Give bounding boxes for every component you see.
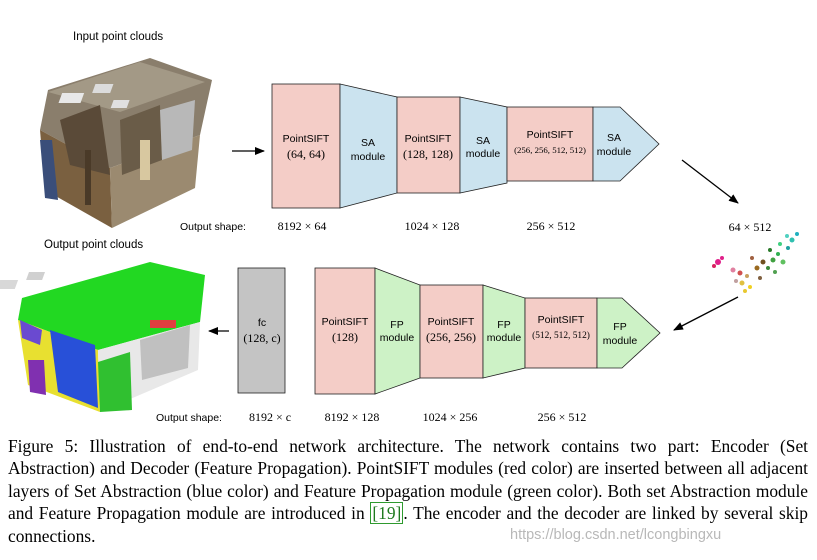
encoder-output-shape-label: Output shape: bbox=[180, 221, 246, 233]
encoder-sa-1-name2: module bbox=[351, 151, 386, 163]
encoder-sa-2 bbox=[459, 96, 508, 194]
decoder-shape-2: 8192 × 128 bbox=[325, 410, 380, 424]
decoder-shape-4: 256 × 512 bbox=[538, 410, 587, 424]
caption-text-end: . The encoder and the decoder are linked… bbox=[8, 503, 808, 546]
citation-link[interactable]: [19] bbox=[370, 502, 404, 525]
decoder-fp-1 bbox=[374, 267, 421, 395]
decoder-fc bbox=[237, 267, 286, 394]
encoder-shape-2: 1024 × 128 bbox=[405, 219, 460, 233]
decoder-fp-3-name2: module bbox=[603, 335, 638, 347]
middle-shape: 64 × 512 bbox=[729, 220, 772, 234]
encoder-sa-1-name: SA bbox=[361, 137, 375, 149]
encoder-to-middle-arrow bbox=[681, 159, 739, 204]
encoder-sa-3 bbox=[592, 106, 660, 182]
encoder-sa-3-name2: module bbox=[597, 146, 632, 158]
encoder-pointsift-1-name: PointSIFT bbox=[283, 133, 330, 145]
decoder-shape-3: 1024 × 256 bbox=[423, 410, 478, 424]
decoder-fp-1-name2: module bbox=[380, 332, 415, 344]
encoder: PointSIFT (64, 64) SA module PointSIFT (… bbox=[271, 83, 660, 209]
decoder-output-shape-label: Output shape: bbox=[156, 412, 222, 424]
sampled-points-image bbox=[712, 232, 799, 293]
decoder-pointsift-1-param: (128) bbox=[332, 330, 358, 344]
decoder-fp-2-name2: module bbox=[487, 332, 522, 344]
encoder-pointsift-1-param: (64, 64) bbox=[287, 147, 325, 161]
encoder-pointsift-3-param: (256, 256, 512, 512) bbox=[514, 145, 586, 155]
decoder-pointsift-3-name: PointSIFT bbox=[538, 314, 585, 326]
decoder-fp-3-name: FP bbox=[613, 321, 626, 333]
decoder-shape-1: 8192 × c bbox=[249, 410, 291, 424]
watermark: https://blog.csdn.net/lcongbingxu bbox=[510, 527, 722, 543]
architecture-figure: Input point clouds PointSIFT (64, 64) SA… bbox=[0, 31, 799, 424]
figure-caption: Figure 5: Illustration of end-to-end net… bbox=[8, 435, 808, 547]
encoder-shape-1: 8192 × 64 bbox=[278, 219, 327, 233]
decoder-pointsift-1-name: PointSIFT bbox=[322, 316, 369, 328]
encoder-sa-2-name: SA bbox=[476, 135, 490, 147]
encoder-pointsift-2-param: (128, 128) bbox=[403, 147, 453, 161]
decoder-fp-3 bbox=[596, 297, 661, 369]
caption-text: Illustration of end-to-end network archi… bbox=[8, 436, 809, 524]
encoder-shape-3: 256 × 512 bbox=[527, 219, 576, 233]
encoder-pointsift-3 bbox=[506, 106, 594, 182]
decoder-fp-2-name: FP bbox=[497, 319, 510, 331]
decoder-pointsift-2-param: (256, 256) bbox=[426, 330, 476, 344]
decoder-pointsift-2 bbox=[419, 284, 484, 379]
output-point-cloud-image bbox=[0, 262, 205, 412]
encoder-sa-2-name2: module bbox=[466, 148, 501, 160]
encoder-pointsift-1 bbox=[271, 83, 341, 209]
encoder-pointsift-2-name: PointSIFT bbox=[405, 133, 452, 145]
decoder-pointsift-3 bbox=[524, 297, 598, 369]
encoder-sa-3-name: SA bbox=[607, 132, 621, 144]
decoder-fc-param: (128, c) bbox=[243, 331, 280, 345]
decoder-pointsift-1 bbox=[314, 267, 376, 395]
encoder-pointsift-3-name: PointSIFT bbox=[527, 129, 574, 141]
figure-number: Figure 5: bbox=[8, 436, 79, 456]
decoder-fp-1-name: FP bbox=[390, 319, 403, 331]
middle-to-decoder-arrow bbox=[673, 296, 739, 331]
encoder-pointsift-2 bbox=[396, 96, 461, 194]
decoder-pointsift-3-param: (512, 512, 512) bbox=[532, 330, 590, 341]
output-label: Output point clouds bbox=[44, 239, 143, 251]
input-point-cloud-image bbox=[40, 58, 212, 228]
decoder-pointsift-2-name: PointSIFT bbox=[428, 316, 475, 328]
decoder-fc-name: fc bbox=[258, 317, 266, 329]
input-label: Input point clouds bbox=[73, 31, 163, 43]
decoder: fc (128, c) PointSIFT (128) FP module Po… bbox=[237, 267, 661, 395]
